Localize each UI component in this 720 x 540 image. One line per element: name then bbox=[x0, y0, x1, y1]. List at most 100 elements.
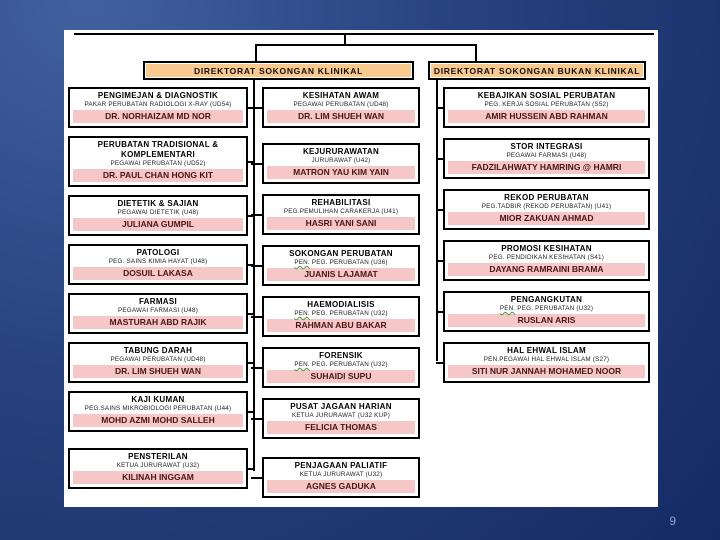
dept-grade: PEG.PEMULIHAN CARAKERJA (U41) bbox=[283, 208, 399, 215]
dept-grade: PEGAWAI PERUBATAN (UD48) bbox=[293, 101, 389, 108]
dept-grade: PEN. PEG. PERUBATAN (U32) bbox=[267, 310, 415, 318]
dept-title: TABUNG DARAH bbox=[123, 346, 193, 355]
dept-person: RUSLAN ARIS bbox=[448, 314, 645, 327]
dept-person: DR. LIM SHUEH WAN bbox=[73, 365, 243, 378]
directorate-klinikal-box: DIREKTORAT SOKONGAN KLINIKAL bbox=[143, 61, 414, 80]
connector-top-stub bbox=[344, 34, 346, 45]
dept-grade: KETUA JURURAWAT (U32 KUP) bbox=[291, 412, 391, 419]
dept-person: MATRON YAU KIM YAIN bbox=[267, 166, 415, 179]
dept-grade-rest: PEG. PERUBATAN (U32) bbox=[311, 361, 388, 368]
dept-grade-rest: PEG. PERUBATAN (U32) bbox=[517, 305, 594, 312]
dept-grade-marked: PEN. bbox=[294, 259, 310, 266]
dept-title: FORENSIK bbox=[319, 351, 363, 360]
dept-title: KESIHATAN AWAM bbox=[302, 91, 380, 100]
dept-person: KILINAH INGGAM bbox=[73, 471, 243, 484]
dept-person: FADZILAHWATY HAMRING @ HAMRI bbox=[448, 161, 645, 174]
dept-title: FARMASI bbox=[138, 297, 178, 306]
dept-grade: PEGAWAI PERUBATAN (UD48) bbox=[110, 356, 206, 363]
dept-person: AMIR HUSSEIN ABD RAHMAN bbox=[448, 110, 645, 123]
connector-top-line bbox=[74, 33, 654, 35]
dept-person: SUHAIDI SUPU bbox=[267, 370, 415, 383]
dept-person: MOHD AZMI MOHD SALLEH bbox=[73, 414, 243, 427]
dept-person: MASTURAH ABD RAJIK bbox=[73, 316, 243, 329]
dept-grade: PEG. PENDIDIKAN KESIHATAN (S41) bbox=[488, 254, 605, 261]
dept-grade-marked: PEN. bbox=[294, 361, 310, 368]
dept-grade: PEGAWAI FARMASI (U48) bbox=[506, 152, 587, 159]
dept-title: SOKONGAN PERUBATAN bbox=[289, 249, 393, 258]
page-number: 9 bbox=[669, 514, 676, 528]
connector-horizontal bbox=[255, 44, 477, 46]
dept-title: KEJURURAWATAN bbox=[302, 147, 380, 156]
dept-grade: KETUA JURURAWAT (U32) bbox=[299, 471, 383, 478]
dept-grade: PEG.SAINS MIKROBIOLOGI PERUBATAN (U44) bbox=[84, 405, 232, 412]
spine-bukan-klinikal bbox=[436, 79, 438, 361]
dept-title: HAEMODIALISIS bbox=[307, 300, 375, 309]
dept-person: DAYANG RAMRAINI BRAMA bbox=[448, 263, 645, 276]
dept-person: JUANIS LAJAMAT bbox=[267, 268, 415, 281]
dept-title: KAJI KUMAN bbox=[131, 395, 185, 404]
connector-drop-right bbox=[475, 45, 477, 62]
dept-title: HAL EHWAL ISLAM bbox=[507, 346, 586, 355]
dept-title: DIETETIK & SAJIAN bbox=[117, 199, 199, 208]
dept-grade-marked: PEN. bbox=[499, 305, 516, 312]
dept-person: AGNES GADUKA bbox=[267, 480, 415, 493]
dept-person: RAHMAN ABU BAKAR bbox=[267, 319, 415, 332]
directorate-klinikal-label: DIREKTORAT SOKONGAN KLINIKAL bbox=[146, 64, 411, 77]
dept-person: DR. LIM SHUEH WAN bbox=[267, 110, 415, 123]
dept-person: JULIANA GUMPIL bbox=[73, 218, 243, 231]
connector-drop-left bbox=[255, 45, 257, 62]
dept-person: DR. PAUL CHAN HONG KIT bbox=[73, 169, 243, 182]
spine-klinikal bbox=[253, 79, 255, 471]
dept-person: DR. NORHAIZAM MD NOR bbox=[73, 110, 243, 123]
dept-title: PATOLOGI bbox=[136, 248, 180, 257]
dept-grade: PEN.PEGAWAI HAL EHWAL ISLAM (S27) bbox=[483, 356, 610, 363]
directorate-bukan-klinikal-box: DIREKTORAT SOKONGAN BUKAN KLINIKAL bbox=[428, 61, 646, 80]
dept-grade: PEG. KERJA SOSIAL PERUBATAN (S52) bbox=[484, 101, 609, 108]
dept-title: PENGIMEJAN & DIAGNOSTIK bbox=[97, 91, 219, 100]
dept-grade: JURURAWAT (U42) bbox=[311, 157, 371, 164]
dept-grade: KETUA JURURAWAT (U32) bbox=[116, 462, 200, 469]
dept-grade: PEG. SAINS KIMIA HAYAT (U48) bbox=[108, 258, 208, 265]
dept-title: PENGANGKUTAN bbox=[510, 295, 583, 304]
dept-grade: PEN. PEG. PERUBATAN (U32) bbox=[448, 305, 645, 313]
dept-grade-rest: PEG. PERUBATAN (U36) bbox=[311, 259, 388, 266]
dept-person: FELICIA THOMAS bbox=[267, 421, 415, 434]
slide-canvas: DIREKTORAT SOKONGAN KLINIKAL DIREKTORAT … bbox=[64, 30, 658, 507]
dept-title: REKOD PERUBATAN bbox=[504, 193, 589, 202]
dept-title: PUSAT JAGAAN HARIAN bbox=[290, 402, 392, 411]
dept-grade: PAKAR PERUBATAN RADIOLOGI X-RAY (UD54) bbox=[84, 101, 232, 108]
dept-grade: PEGAWAI DIETETIK (U48) bbox=[117, 209, 199, 216]
dept-title: REHABILITASI bbox=[311, 198, 371, 207]
dept-title: KEBAJIKAN SOSIAL PERUBATAN bbox=[477, 91, 616, 100]
dept-title: PENJAGAAN PALIATIF bbox=[294, 461, 388, 470]
dept-grade: PEGAWAI FARMASI (U48) bbox=[117, 307, 198, 314]
dept-person: SITI NUR JANNAH MOHAMED NOOR bbox=[448, 365, 645, 378]
dept-person: MIOR ZAKUAN AHMAD bbox=[448, 212, 645, 225]
dept-title: PERUBATAN TRADISIONAL & KOMPLEMENTARI bbox=[97, 140, 219, 159]
dept-person: HASRI YANI SANI bbox=[267, 217, 415, 230]
dept-grade: PEN. PEG. PERUBATAN (U36) bbox=[267, 259, 415, 267]
dept-grade-rest: PEG. PERUBATAN (U32) bbox=[311, 310, 388, 317]
directorate-bukan-klinikal-label: DIREKTORAT SOKONGAN BUKAN KLINIKAL bbox=[431, 64, 643, 77]
